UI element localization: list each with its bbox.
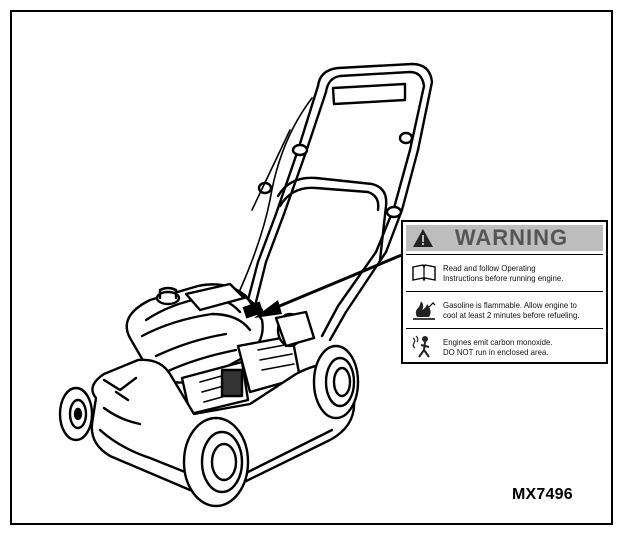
control-bail [331, 82, 407, 106]
handle-lower [246, 212, 278, 302]
warning-row-exhaust: Engines emit carbon monoxide. DO NOT run… [406, 328, 603, 365]
handle-upper [316, 62, 434, 152]
warning-row-fuel: Gasoline is flammable. Allow engine to c… [406, 291, 603, 328]
warning-header: WARNING [406, 225, 603, 251]
wheel-rear [312, 344, 360, 420]
exhaust-person-icon [412, 335, 430, 358]
warning-triangle-icon [413, 229, 433, 247]
warning-text-exhaust: Engines emit carbon monoxide. DO NOT run… [443, 337, 553, 357]
warning-row-manual: Read and follow Operating Instructions b… [406, 254, 603, 291]
figure-id: MX7496 [512, 486, 573, 503]
bag-frame [276, 176, 388, 262]
manual-book-icon [412, 264, 436, 282]
fuel-fire-icon [413, 301, 436, 320]
warning-text-manual: Read and follow Operating Instructions b… [443, 263, 564, 283]
wheel-front [182, 416, 250, 508]
callout-arrow [254, 252, 405, 318]
warning-label: WARNING Read and follow Operating Instru… [401, 220, 608, 364]
warning-title: WARNING [454, 225, 569, 250]
warning-text-fuel: Gasoline is flammable. Allow engine to c… [443, 300, 580, 320]
